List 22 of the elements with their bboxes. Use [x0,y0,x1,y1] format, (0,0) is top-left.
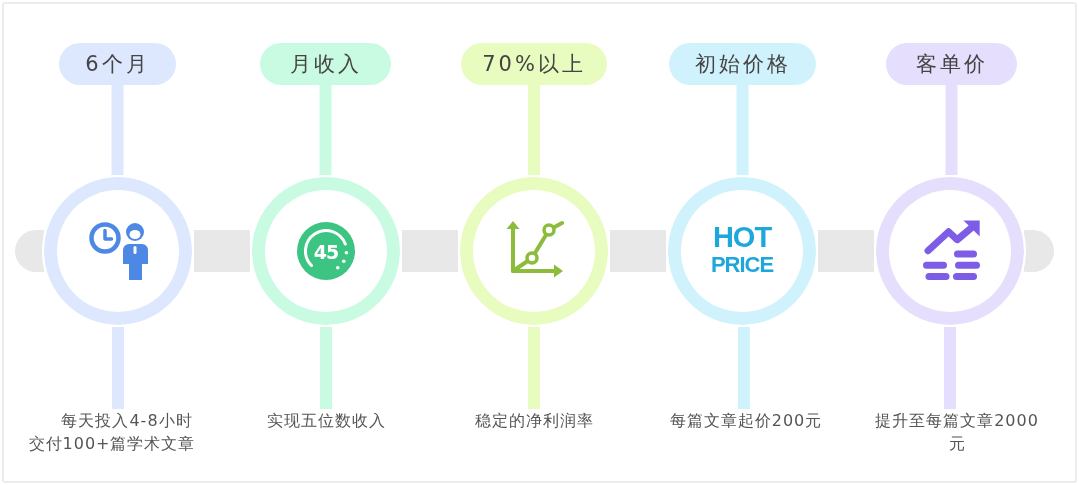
description-text: 每篇文章起价200元 [669,409,823,432]
description-text: 提升至每篇文章2000元 [870,409,1044,455]
description-text: 实现五位数收入 [266,409,386,432]
timer-number: 45 [313,242,339,262]
stem-line [112,327,124,409]
heading-pill: 初始价格 [669,43,816,85]
description-text: 稳定的净利润率 [474,409,594,432]
stem-line [528,85,540,175]
stem-line [944,327,956,409]
heading-pill: 月收入 [260,43,391,85]
stem-line [111,85,124,175]
description-text: 每天投入4-8小时交付100+篇学术文章 [26,409,198,455]
price-label: HOT PRICE [709,224,775,278]
stem-line [737,327,750,409]
stem-line [736,85,749,175]
heading-pill: 6个月 [59,43,176,85]
stem-line [320,327,332,409]
stem-line [945,85,958,175]
stem-line [319,85,332,175]
stem-line [528,327,540,409]
heading-pill: 70%以上 [461,43,607,85]
heading-pill: 客单价 [886,43,1017,85]
